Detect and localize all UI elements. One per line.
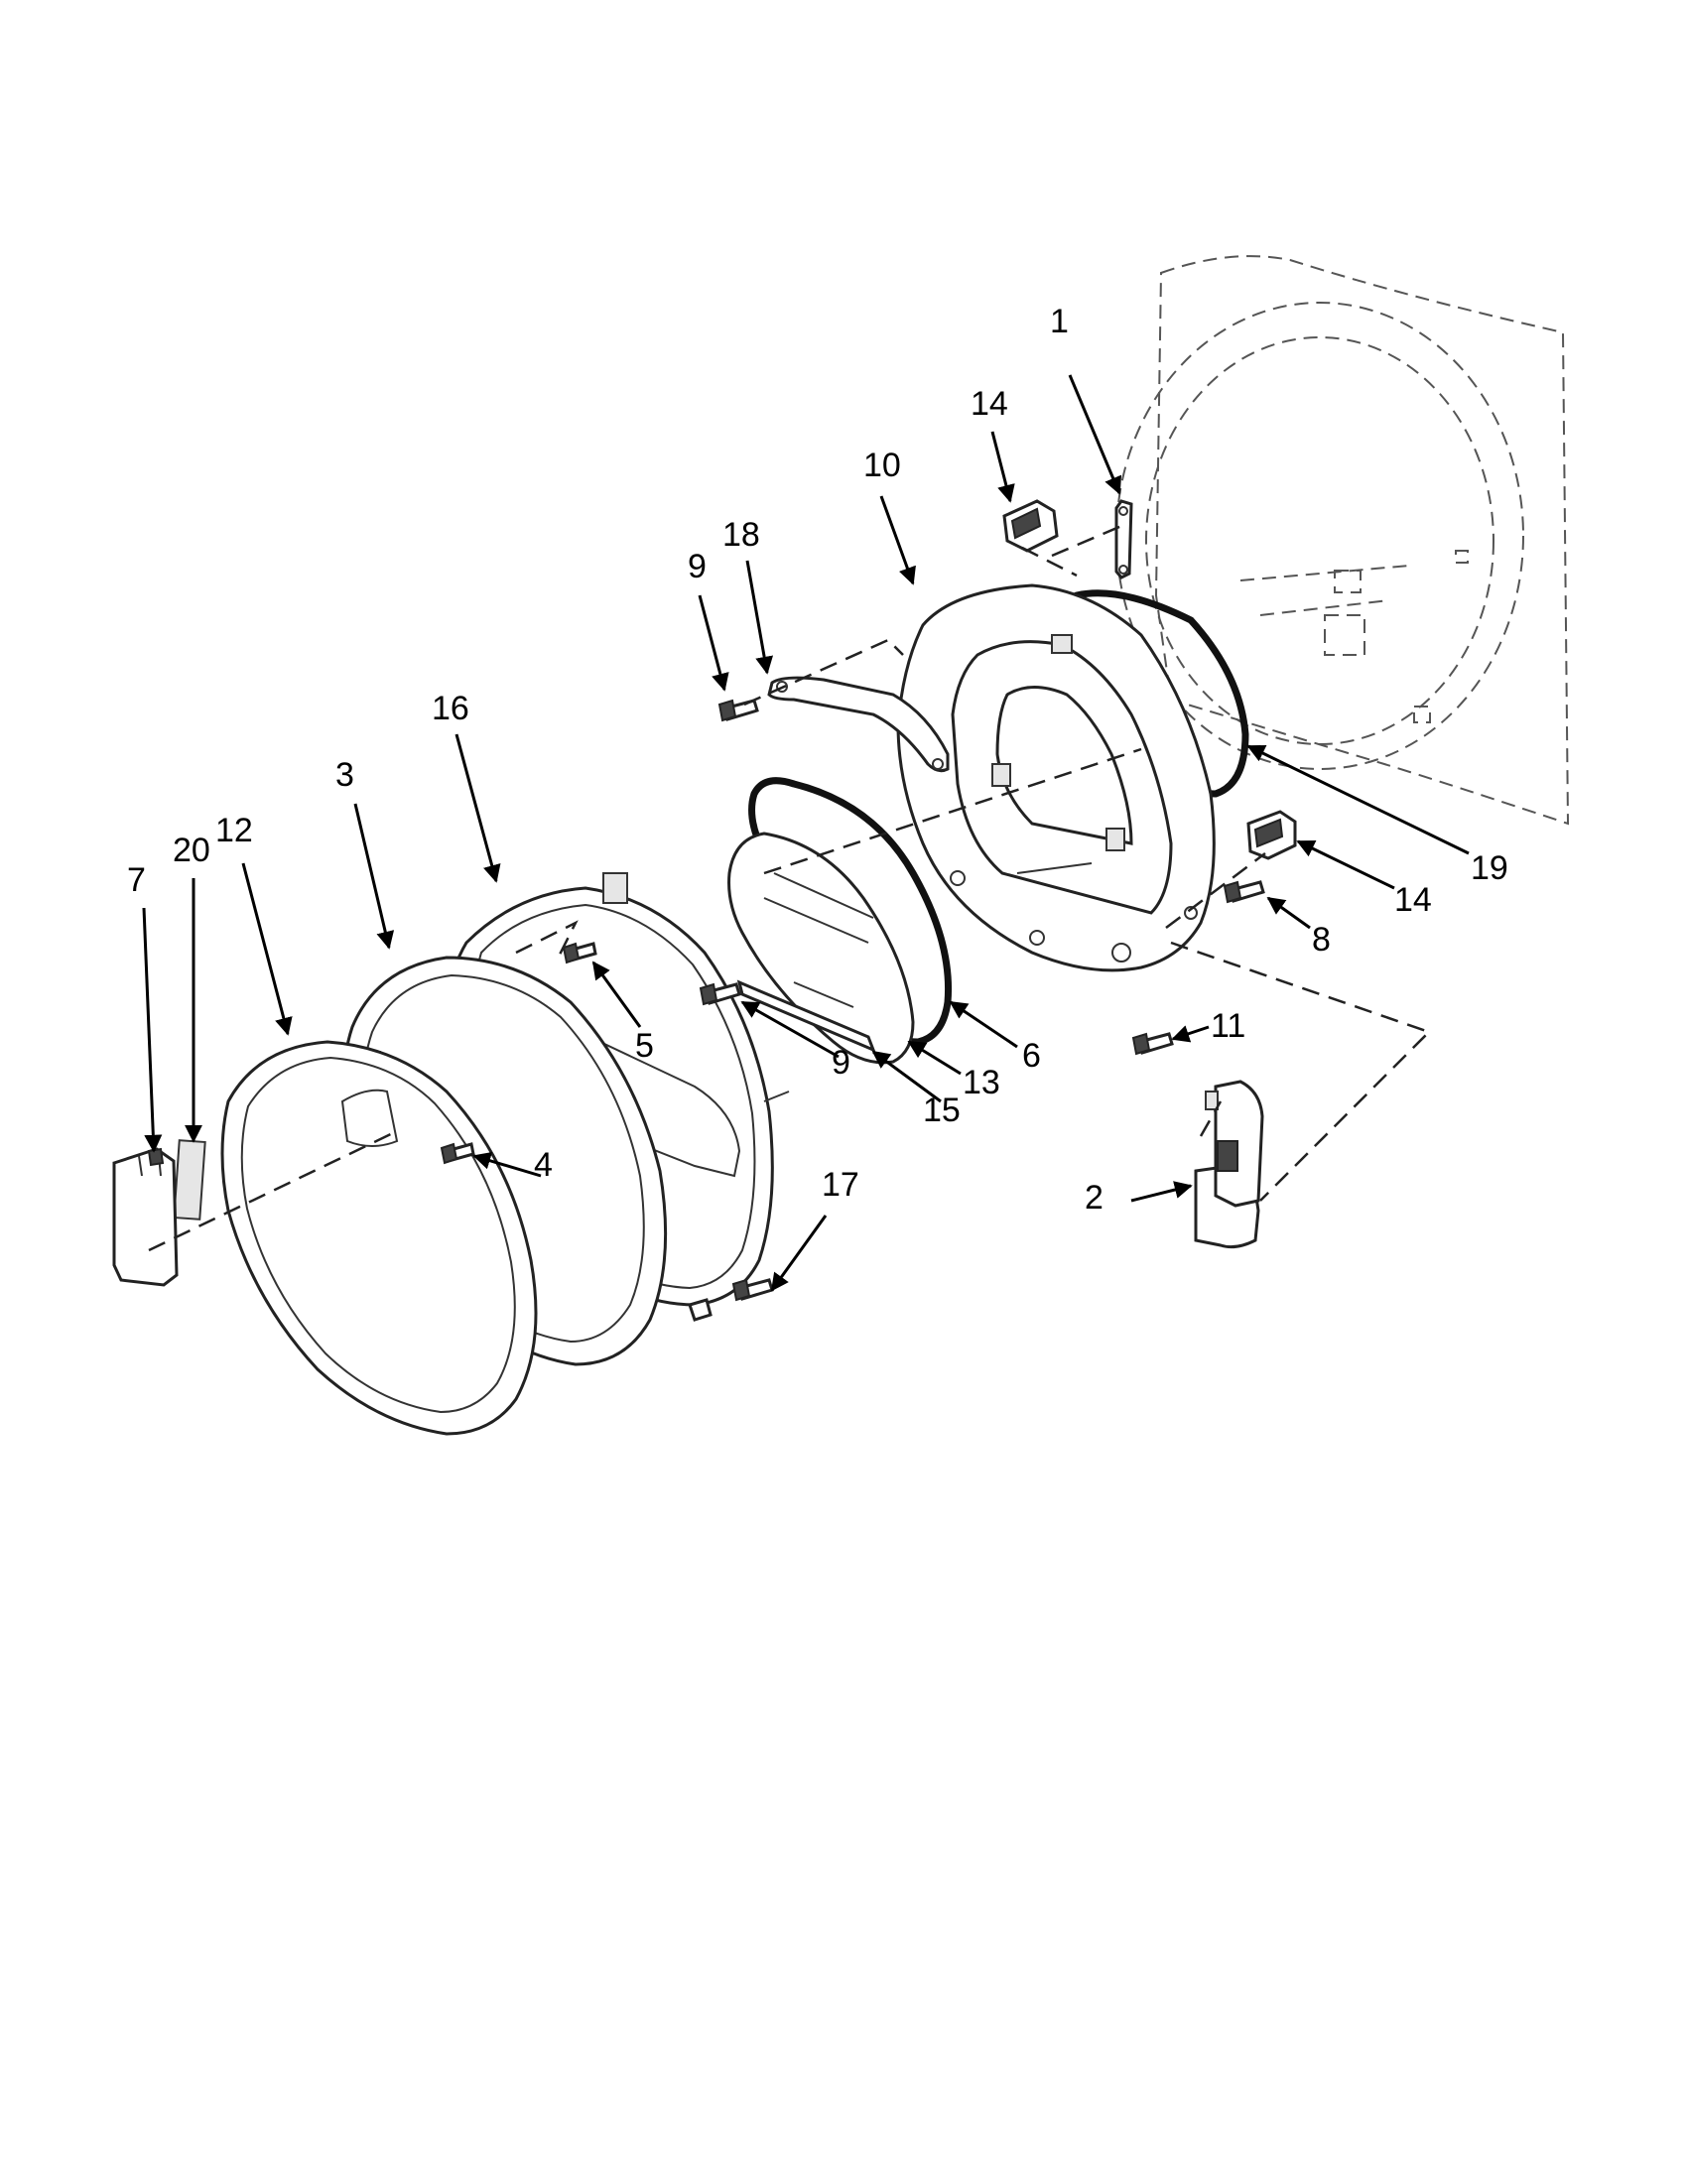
callout-19: 19 <box>1471 849 1508 887</box>
part-12-door-trim <box>220 1040 538 1436</box>
leader-lines <box>142 374 1470 1292</box>
callout-14-upper: 14 <box>971 385 1008 423</box>
callout-20: 20 <box>173 832 210 869</box>
callout-13: 13 <box>963 1064 1000 1101</box>
part-1-strike <box>1114 499 1133 579</box>
callout-5: 5 <box>635 1027 654 1065</box>
part-18-hinge-strip <box>767 676 950 773</box>
screw-17 <box>688 1278 774 1322</box>
callout-15: 15 <box>923 1092 961 1129</box>
part-14-latch-lower <box>1246 810 1297 860</box>
callout-11: 11 <box>1211 1007 1245 1045</box>
part-15-deflector <box>736 979 876 1053</box>
callout-9-upper: 9 <box>688 548 707 585</box>
callout-1: 1 <box>1050 303 1069 340</box>
callout-18: 18 <box>722 516 760 554</box>
part-14-latch-upper <box>1002 499 1059 553</box>
callout-3: 3 <box>335 756 354 794</box>
callout-12: 12 <box>215 812 253 849</box>
callout-2: 2 <box>1085 1179 1104 1217</box>
part-10-inner-door <box>896 583 1216 972</box>
screw-5 <box>562 942 597 964</box>
alignment-lines <box>148 522 1432 1252</box>
screw-9-lower <box>699 982 741 1006</box>
callout-10: 10 <box>863 447 901 484</box>
callout-7: 7 <box>127 861 146 899</box>
part-2-hinge <box>1194 1080 1264 1249</box>
callout-16: 16 <box>432 690 469 727</box>
part-7-handle <box>112 1147 179 1287</box>
callout-9-lower: 9 <box>832 1044 850 1082</box>
screw-11 <box>1131 1032 1174 1056</box>
callout-labels: 1 14 10 18 9 19 14 8 11 2 6 13 15 9 5 4 … <box>127 303 1508 1217</box>
callout-14-lower: 14 <box>1394 881 1432 919</box>
part-20-insert <box>173 1139 206 1220</box>
callout-6: 6 <box>1022 1037 1041 1075</box>
screw-9-upper <box>717 699 759 722</box>
callout-8: 8 <box>1312 921 1331 959</box>
callout-4: 4 <box>534 1146 553 1184</box>
callout-17: 17 <box>822 1166 859 1204</box>
screw-8 <box>1223 880 1265 904</box>
